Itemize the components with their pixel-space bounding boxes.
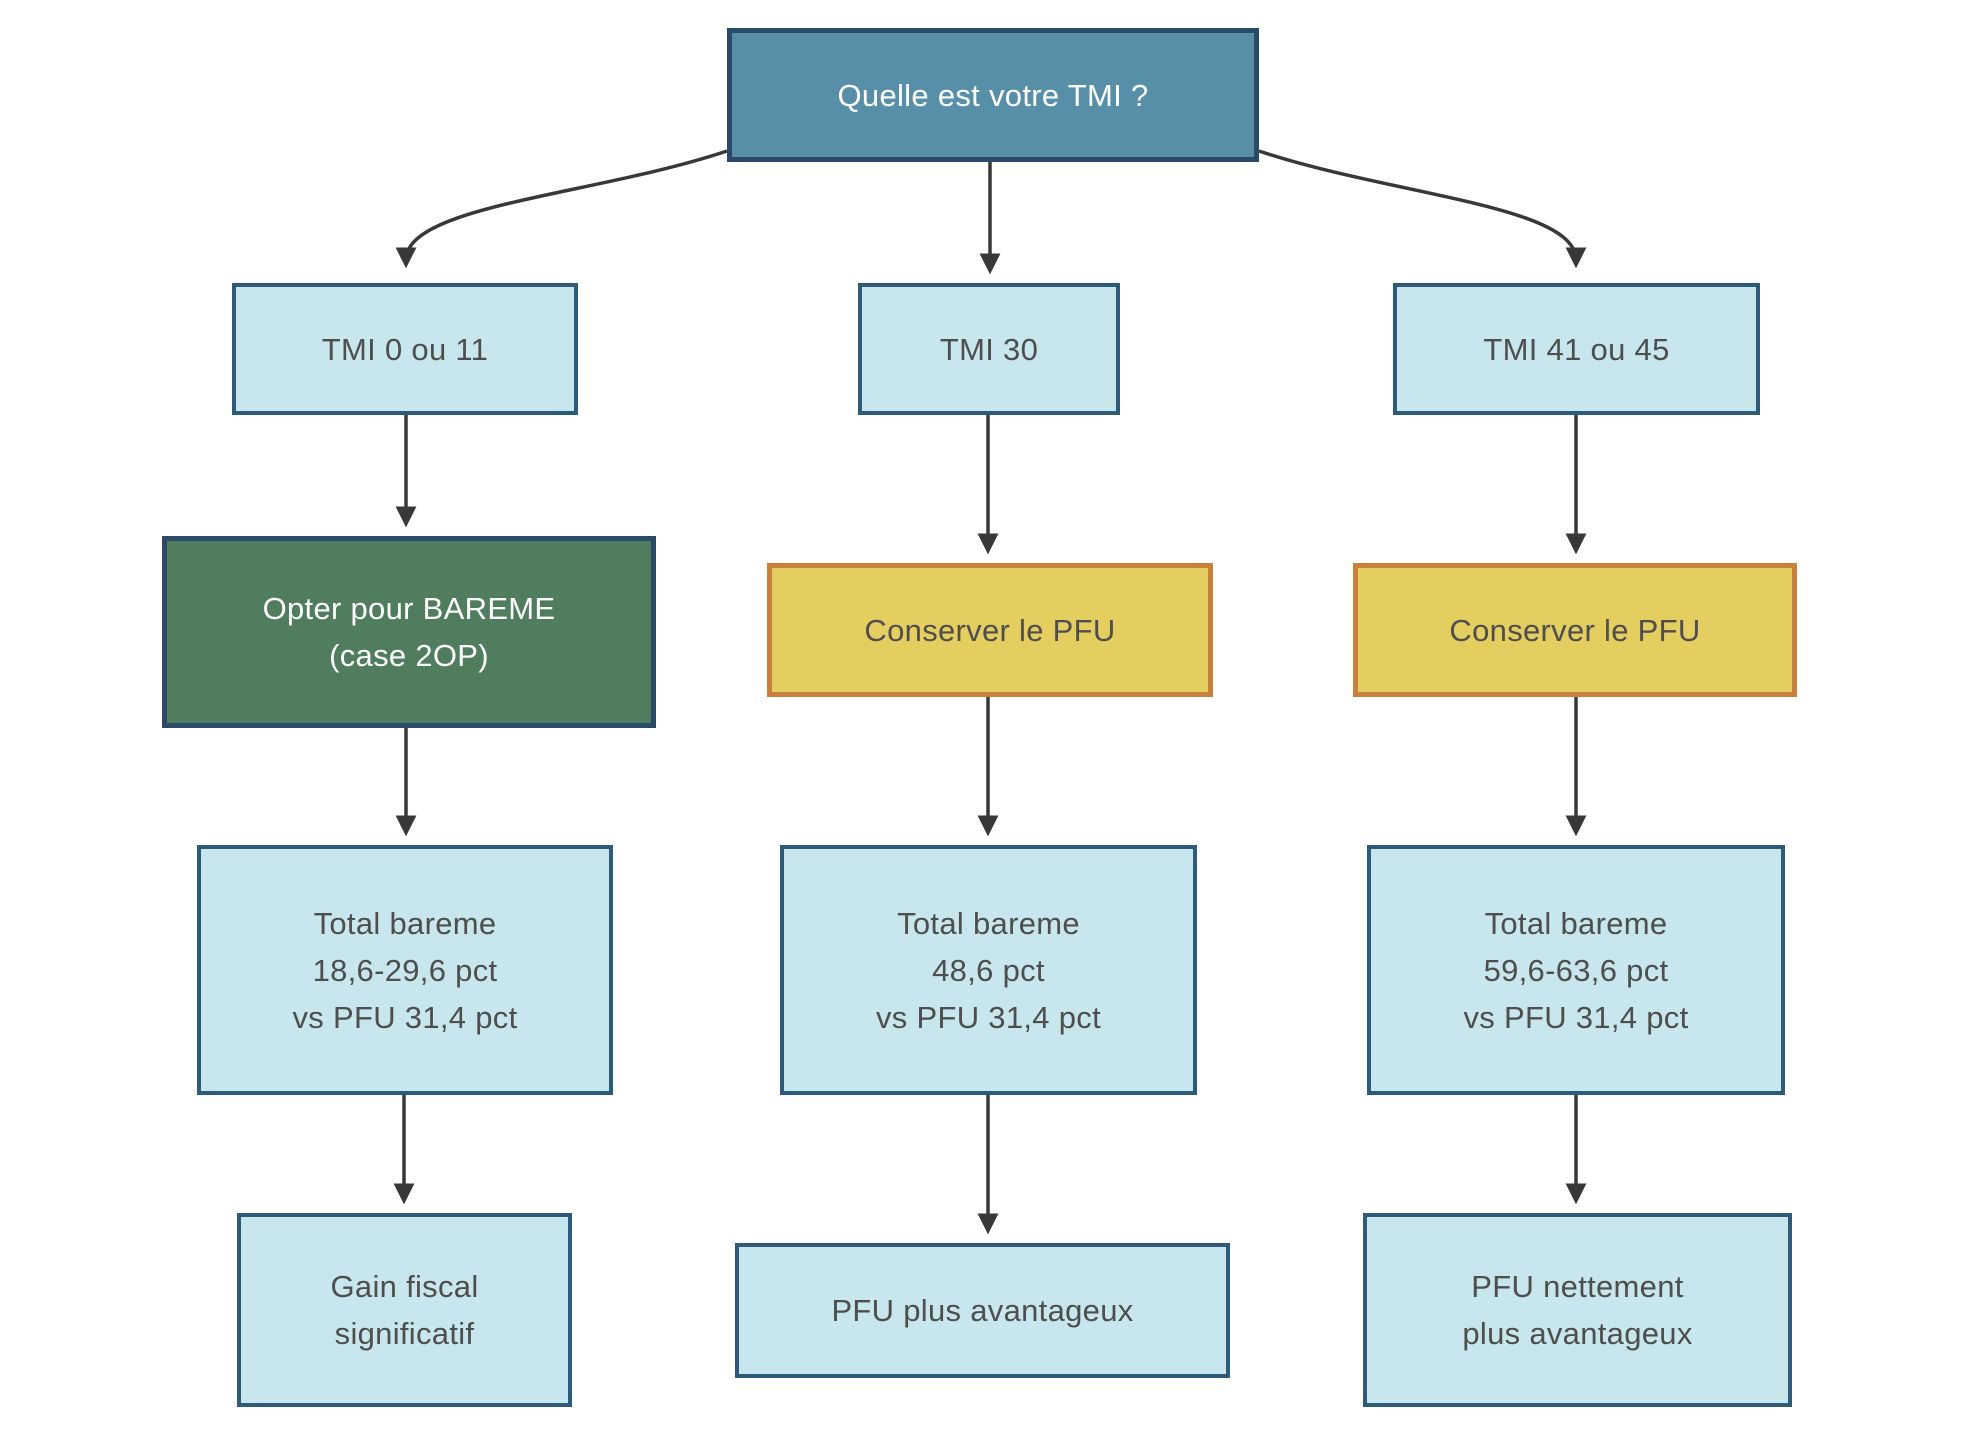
decision-line: Conserver le PFU — [864, 612, 1116, 648]
comparison-line: vs PFU 31,4 pct — [292, 999, 518, 1035]
node-decision-pfu-right: Conserver le PFU — [1353, 563, 1797, 697]
branch-label: TMI 0 ou 11 — [321, 331, 489, 367]
comparison-line: 48,6 pct — [932, 952, 1045, 988]
branch-label: TMI 30 — [939, 331, 1039, 367]
node-root-question: Quelle est votre TMI ? — [727, 28, 1259, 162]
node-branch-tmi-30: TMI 30 — [858, 283, 1120, 415]
comparison-line: 59,6-63,6 pct — [1483, 952, 1669, 988]
branch-label: TMI 41 ou 45 — [1483, 331, 1670, 367]
decision-line: Conserver le PFU — [1449, 612, 1701, 648]
node-outcome-right: PFU nettement plus avantageux — [1363, 1213, 1792, 1407]
node-comparison-mid: Total bareme 48,6 pct vs PFU 31,4 pct — [780, 845, 1197, 1095]
outcome-line: PFU plus avantageux — [831, 1293, 1134, 1328]
comparison-line: Total bareme — [1484, 905, 1668, 941]
root-question-label: Quelle est votre TMI ? — [837, 77, 1149, 113]
outcome-line: plus avantageux — [1462, 1316, 1693, 1351]
decision-line: (case 2OP) — [329, 638, 489, 673]
arrow-root-to-branch-right — [1258, 149, 1587, 269]
decision-line: Opter pour BAREME — [262, 591, 556, 626]
node-comparison-left: Total bareme 18,6-29,6 pct vs PFU 31,4 p… — [197, 845, 613, 1095]
node-decision-bareme: Opter pour BAREME (case 2OP) — [162, 536, 656, 728]
outcome-line: significatif — [334, 1316, 475, 1351]
node-comparison-right: Total bareme 59,6-63,6 pct vs PFU 31,4 p… — [1367, 845, 1785, 1095]
comparison-line: Total bareme — [897, 905, 1080, 941]
comparison-line: vs PFU 31,4 pct — [875, 999, 1102, 1035]
node-branch-tmi-0-11: TMI 0 ou 11 — [232, 283, 578, 415]
comparison-line: Total bareme — [313, 905, 497, 941]
outcome-line: Gain fiscal — [330, 1269, 479, 1304]
node-branch-tmi-41-45: TMI 41 ou 45 — [1393, 283, 1760, 415]
comparison-line: 18,6-29,6 pct — [312, 952, 498, 988]
node-decision-pfu-mid: Conserver le PFU — [767, 563, 1213, 697]
arrow-root-to-branch-left — [395, 149, 728, 269]
outcome-line: PFU nettement — [1471, 1269, 1684, 1304]
comparison-line: vs PFU 31,4 pct — [1463, 999, 1689, 1035]
node-outcome-mid: PFU plus avantageux — [735, 1243, 1230, 1378]
node-outcome-left: Gain fiscal significatif — [237, 1213, 572, 1407]
